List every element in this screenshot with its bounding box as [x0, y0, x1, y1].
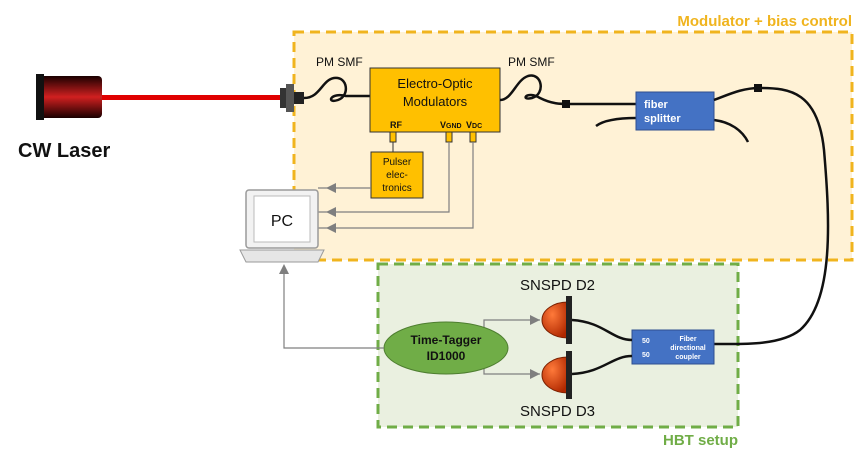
eom-port-rf: RF [390, 120, 402, 130]
pc-icon [239, 189, 325, 263]
fiber-connector-2 [754, 84, 762, 92]
pulser-line1: Pulser [383, 157, 412, 168]
snspd-d3-label: SNSPD D3 [520, 403, 595, 420]
coupler-to-d2-fiber [571, 318, 633, 342]
splitter-line2: splitter [644, 113, 681, 125]
fiber-splitter-box [635, 91, 715, 131]
pm-smf-fiber-2 [499, 74, 636, 106]
pulser-box [370, 151, 424, 199]
snspd-d3-detector [541, 351, 572, 399]
eom-port-vdc-sub: DC [472, 123, 482, 130]
eom-port-vdc: VDC [466, 120, 482, 130]
eom-vdc-port [469, 131, 477, 143]
eom-rf-port [389, 131, 397, 143]
eom-port-vgnd: VGND [440, 120, 462, 130]
snspd-d2-detector [541, 296, 572, 344]
hbt-region-title: HBT setup [663, 432, 738, 449]
eom-port-vgnd-main: V [440, 120, 446, 130]
pulser-line2: elec- [386, 170, 408, 181]
coupler-line3: coupler [675, 354, 701, 361]
pm-smf-label-2: PM SMF [508, 55, 555, 69]
pc-to-vdc-line [318, 142, 474, 229]
tagger-to-pc-line [283, 266, 384, 349]
tagger-line1: Time-Tagger [411, 333, 482, 347]
coupler-line2: directional [670, 345, 705, 352]
modulator-region-title: Modulator + bias control [677, 13, 852, 30]
eom-line2: Modulators [403, 94, 468, 109]
eom-port-vgnd-sub: GND [446, 123, 462, 130]
eom-port-vdc-main: V [466, 120, 472, 130]
snspd-d2-label: SNSPD D2 [520, 277, 595, 294]
directional-coupler-box [631, 329, 715, 365]
coupler-line1: Fiber [679, 336, 696, 343]
coupler-to-d3-fiber [571, 354, 633, 376]
cw-laser [36, 74, 102, 120]
splitter-line1: fiber [644, 99, 669, 111]
splitter-output-right-unused [713, 118, 750, 143]
pc-to-vgnd-line [318, 142, 450, 213]
coupler-port-a: 50 [642, 338, 650, 345]
pm-smf-fiber-1 [303, 76, 370, 103]
tagger-line2: ID1000 [427, 349, 466, 363]
modulator-region [292, 30, 854, 262]
pulser-line3: tronics [382, 183, 411, 194]
eom-box [369, 67, 501, 133]
laser-label: CW Laser [18, 140, 110, 162]
laser-beam [102, 95, 280, 100]
coupler-port-b: 50 [642, 352, 650, 359]
splitter-output-unused [595, 116, 637, 128]
fiber-collimator-icon [280, 84, 304, 112]
pm-smf-label-1: PM SMF [316, 55, 363, 69]
pc-label: PC [271, 213, 293, 230]
time-tagger-node [383, 321, 509, 375]
eom-vgnd-port [445, 131, 453, 143]
eom-line1: Electro-Optic [397, 76, 473, 91]
fiber-connector-1 [562, 100, 570, 108]
